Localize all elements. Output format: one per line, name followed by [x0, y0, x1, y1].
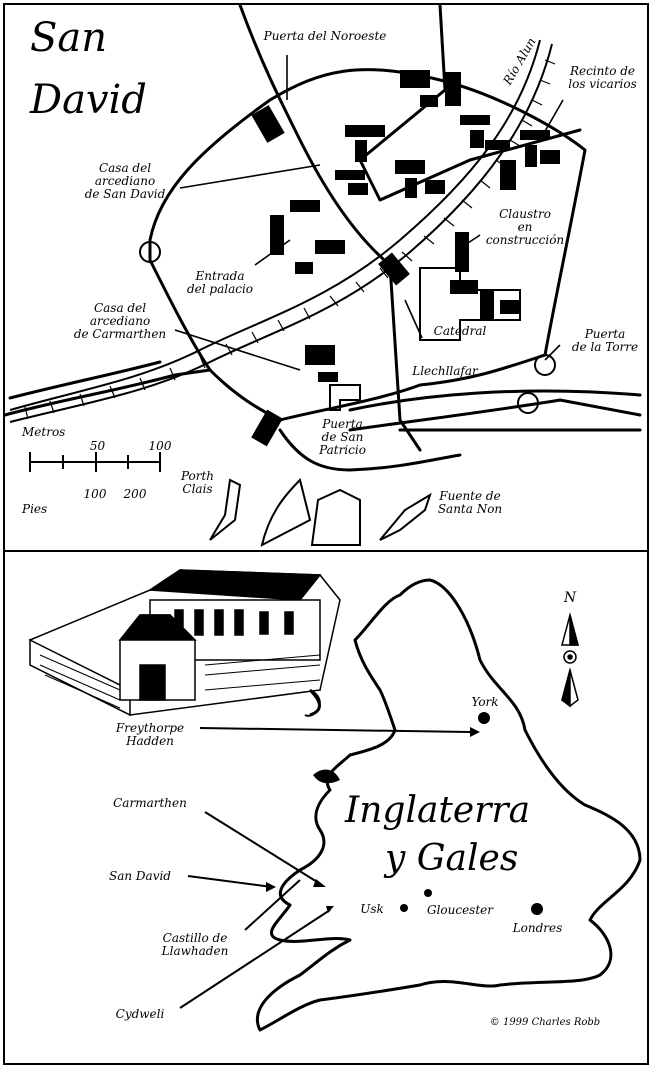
- label-puerta-san-patricio: Puerta de San Patricio: [319, 417, 366, 457]
- scale-p200: 200: [123, 487, 147, 501]
- country-title-line1: Inglaterra: [345, 790, 531, 831]
- label-cydweli: Cydweli: [115, 1007, 165, 1021]
- town-title-line1: San: [30, 15, 108, 61]
- label-catedral: Catedral: [433, 324, 487, 338]
- label-puerta-noroeste: Puerta del Noroeste: [263, 29, 387, 43]
- arrow-porth-clais: [209, 478, 242, 541]
- scale-metros-label: Metros: [22, 425, 66, 439]
- copyright-note: © 1999 Charles Robb: [489, 1017, 601, 1028]
- label-york: York: [471, 695, 499, 709]
- tower-southeast: [517, 392, 539, 414]
- label-entrada-palacio: Entrada del palacio: [186, 269, 254, 296]
- label-san-david: San David: [109, 869, 171, 883]
- road-ne: [358, 3, 582, 202]
- label-recinto-vicarios: Recinto de los vicarios: [568, 64, 637, 91]
- label-porth-clais: Porth Clais: [180, 469, 215, 496]
- label-claustro: Claustro en construcción: [485, 207, 565, 247]
- tower-west: [139, 241, 161, 263]
- label-castillo-llawhaden: Castillo de Llawhaden: [161, 931, 229, 958]
- label-puerta-torre: Puerta de la Torre: [571, 327, 639, 354]
- arrow-santa-non: [379, 492, 432, 541]
- label-gloucester: Gloucester: [426, 903, 494, 917]
- town-title-line2: David: [30, 77, 147, 123]
- map-frame: [3, 3, 649, 1065]
- compass-north-letter: N: [563, 590, 577, 606]
- buildings: [251, 70, 560, 447]
- label-casa-arcediano-carmarthen: Casa del arcediano de Carmarthen: [73, 301, 167, 341]
- san-david-town-map: [3, 3, 642, 547]
- panel-divider: [3, 550, 649, 552]
- scale-m50: 50: [89, 439, 106, 453]
- label-casa-arcediano-san-david: Casa del arcediano de San David: [84, 161, 166, 201]
- country-title-line2: y Gales: [385, 838, 519, 879]
- label-llechllafar: Llechllafar: [412, 364, 478, 378]
- label-carmarthen: Carmarthen: [113, 796, 187, 810]
- label-fuente-santa-non: Fuente de Santa Non: [437, 489, 503, 516]
- cathedral-outline: [419, 267, 521, 341]
- road-nw: [238, 3, 422, 452]
- close-wall: [148, 68, 587, 422]
- scale-bar: [29, 452, 161, 472]
- scale-pies-label: Pies: [22, 502, 48, 516]
- gate-tower: [534, 354, 556, 376]
- label-usk: Usk: [360, 902, 384, 916]
- label-freythorpe-hadden: Freythorpe Hadden: [115, 721, 185, 748]
- scale-p100: 100: [83, 487, 107, 501]
- label-londres: Londres: [512, 921, 563, 935]
- scale-m100: 100: [148, 439, 172, 453]
